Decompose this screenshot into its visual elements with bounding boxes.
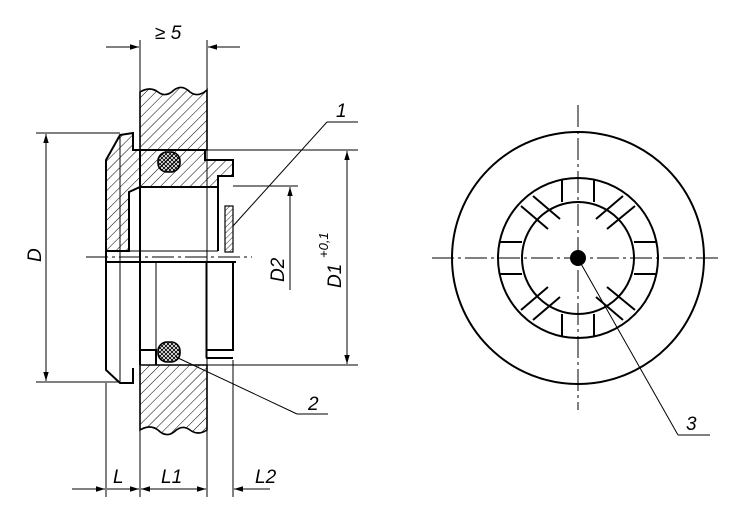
dimension-D2: D2: [233, 185, 298, 290]
leader-3: 3: [579, 261, 710, 436]
sight-glass: [224, 205, 234, 253]
D-label: D: [25, 248, 46, 262]
o-ring-seals: [157, 151, 181, 363]
ref-2-label: 2: [307, 394, 319, 415]
D1-tolerance: +0,1: [316, 232, 331, 258]
D1-label: D1: [325, 264, 346, 288]
section-view: ≥ 5 D D2 D1 +0,1: [25, 23, 358, 497]
dimension-lengths: L L1 L2: [72, 360, 277, 497]
dimension-D: D: [25, 132, 120, 383]
ref-1-label: 1: [336, 101, 347, 122]
leader-1: 1: [232, 101, 358, 227]
dimension-wall-min: ≥ 5: [106, 23, 240, 92]
L-label: L: [113, 467, 124, 488]
dimension-D1: D1 +0,1: [207, 149, 358, 366]
wall-min-label: ≥ 5: [155, 23, 182, 44]
housing-section: [105, 131, 236, 384]
front-view: 3: [432, 105, 722, 436]
L2-label: L2: [255, 467, 277, 488]
D2-label: D2: [268, 257, 289, 282]
leader-2: 2: [175, 356, 328, 415]
L1-label: L1: [161, 467, 182, 488]
ref-3-label: 3: [686, 414, 697, 435]
cross-ribs: [500, 180, 656, 336]
